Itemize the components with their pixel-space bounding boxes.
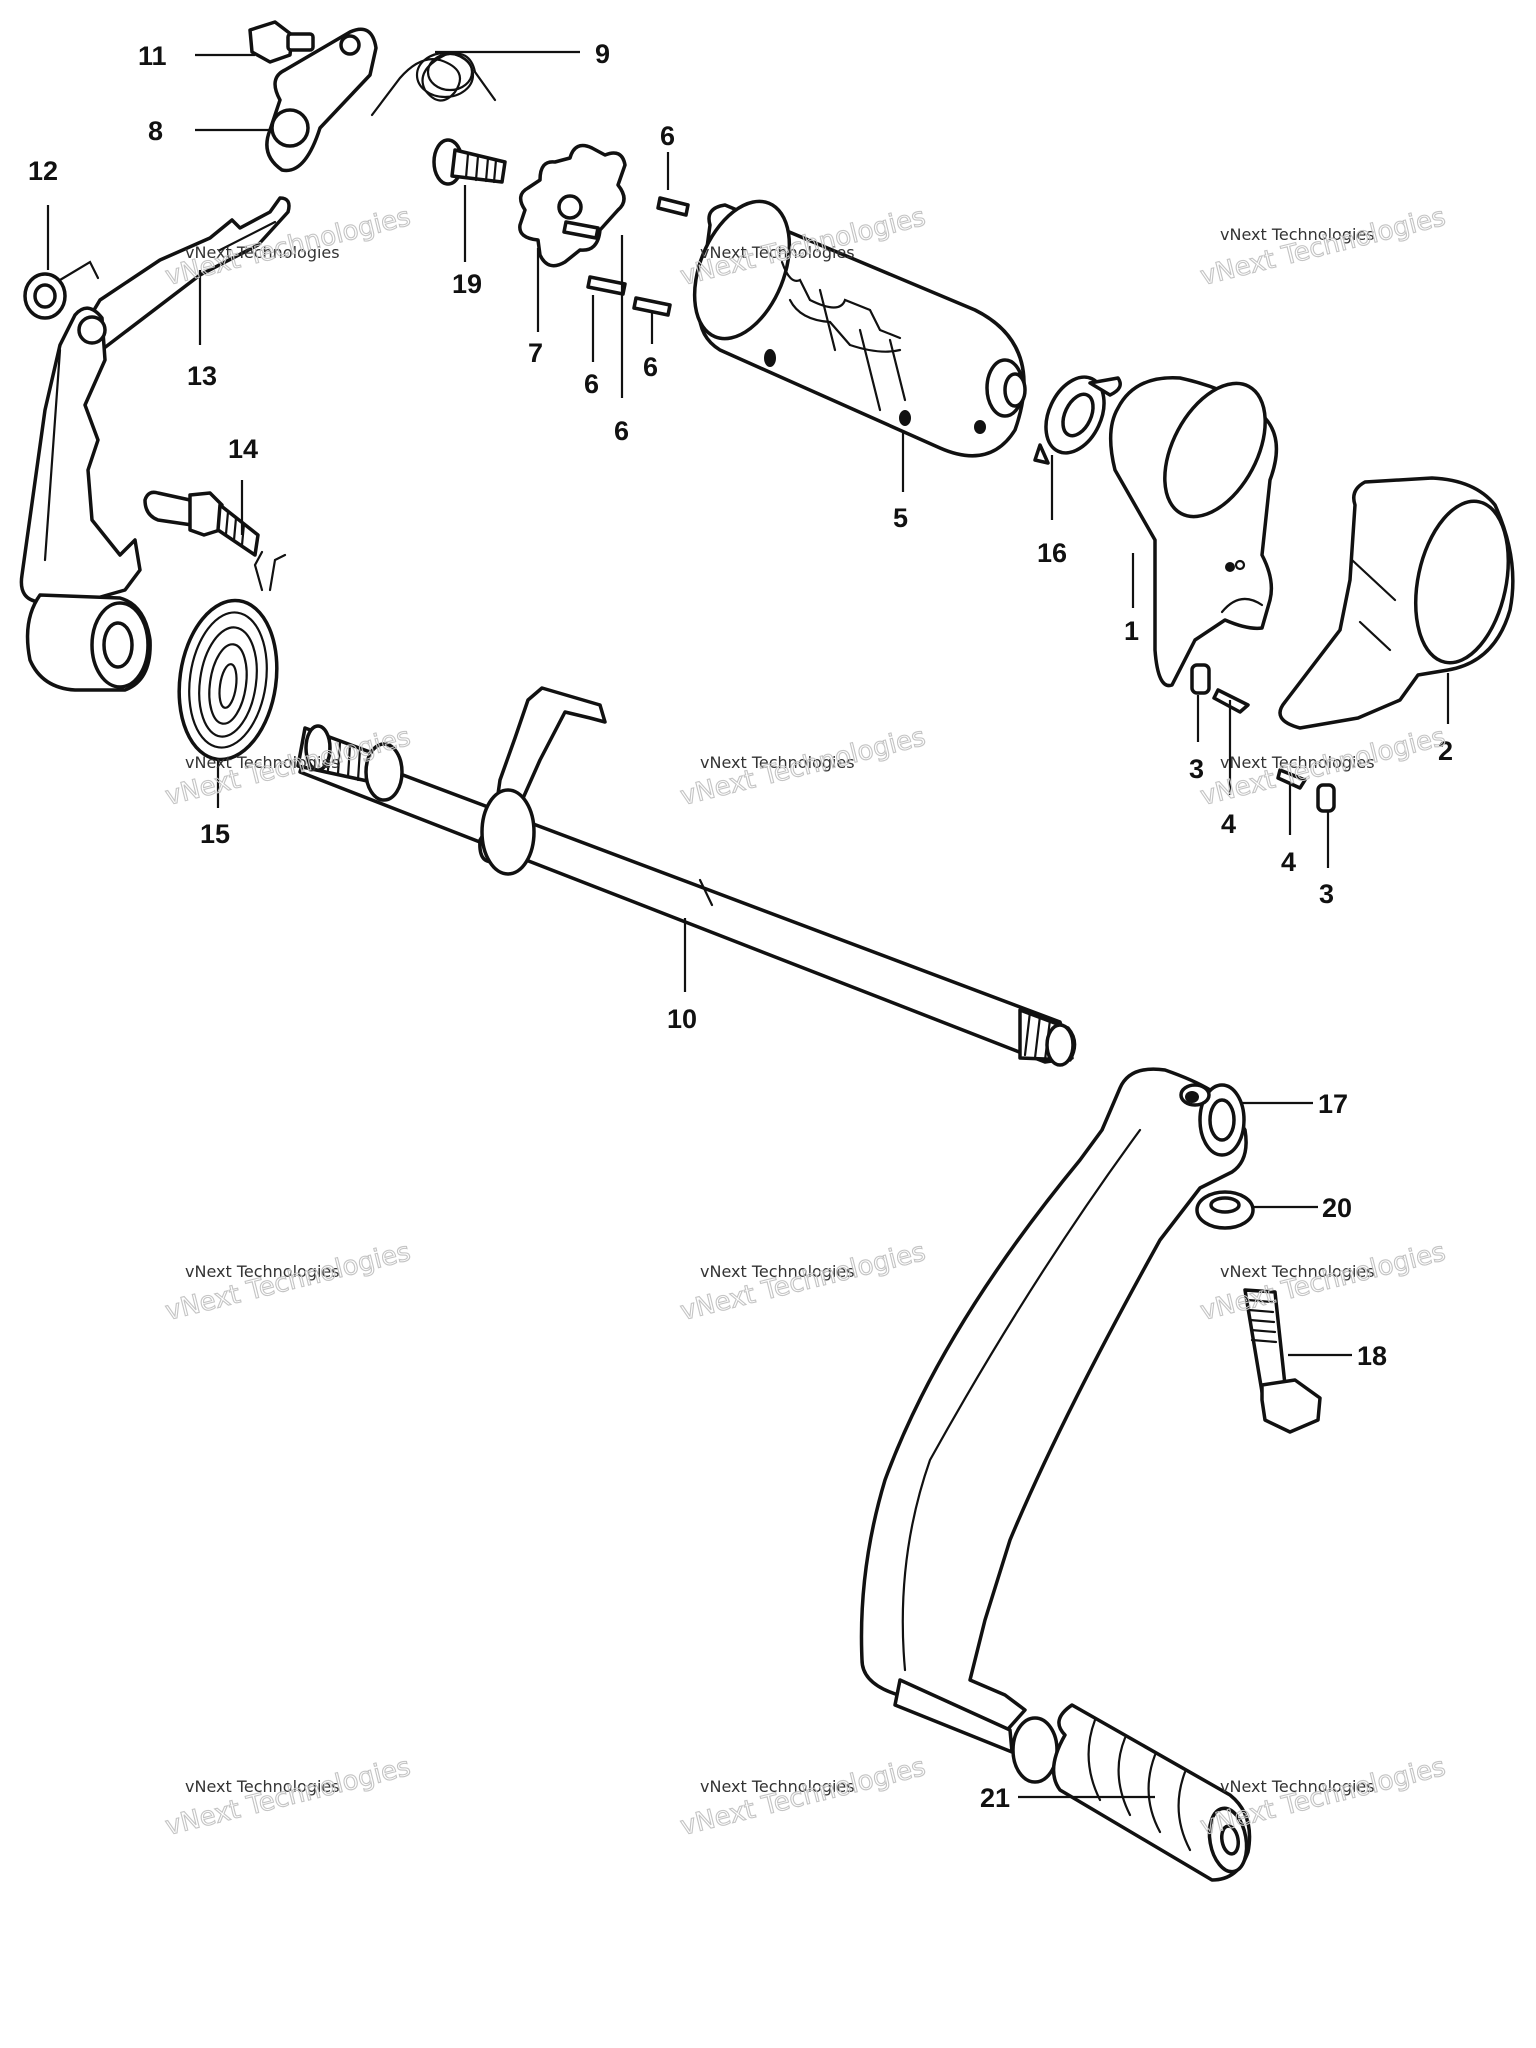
svg-text:vNext Technologies: vNext Technologies [162, 1237, 413, 1327]
part-9-spring [370, 51, 497, 117]
watermark-3: vNext Technologies vNext Technologies [1197, 202, 1449, 293]
callout-21: 21 [980, 1783, 1010, 1813]
watermark-1: vNext Technologies vNext Technologies [162, 202, 414, 293]
leader-lines [46, 50, 1450, 1799]
callout-8: 8 [148, 116, 163, 146]
svg-text:vNext Technologies: vNext Technologies [1197, 202, 1448, 292]
callout-5: 5 [893, 503, 908, 533]
callout-6-c: 6 [614, 416, 629, 446]
part-10-gearshift-spindle [296, 686, 1077, 1067]
callout-20: 20 [1322, 1193, 1352, 1223]
svg-text:vNext Technologies: vNext Technologies [700, 243, 855, 262]
part-18-bolt [1243, 1288, 1322, 1434]
svg-text:vNext Technologies: vNext Technologies [677, 1237, 928, 1327]
callout-13: 15 [200, 819, 230, 849]
part-16-spacer [1033, 375, 1122, 465]
part-21-rubber-grip [1051, 1703, 1252, 1882]
part-20-washer [1195, 1190, 1255, 1230]
svg-text:vNext Technologies: vNext Technologies [185, 243, 340, 262]
svg-text:vNext Technologies: vNext Technologies [185, 1777, 340, 1796]
callout-3-a: 3 [1189, 754, 1204, 784]
part-8-stopper-plate [265, 27, 378, 173]
watermark-9: vNext Technologies vNext Technologies [1197, 1237, 1449, 1328]
callout-12: 12 [28, 156, 58, 186]
part-spindle-collar [25, 593, 152, 692]
watermark-7: vNext Technologies vNext Technologies [162, 1237, 414, 1328]
callout-16: 16 [1037, 538, 1067, 568]
callout-6-d: 6 [643, 352, 658, 382]
svg-text:vNext Technologies: vNext Technologies [1220, 225, 1375, 244]
callout-3-b: 3 [1319, 879, 1334, 909]
part-1-shift-fork [1108, 376, 1279, 688]
part-shift-spindle-arm [19, 306, 142, 604]
watermark-5: vNext Technologies vNext Technologies [677, 722, 929, 813]
callout-17: 11 [138, 41, 167, 71]
watermark-12: vNext Technologies vNext Technologies [1197, 1752, 1449, 1843]
callout-7: 7 [528, 338, 543, 368]
svg-text:vNext Technologies: vNext Technologies [1220, 1262, 1375, 1281]
callout-labels: 11 8 9 12 13 19 7 6 6 6 6 5 16 1 2 3 4 4… [28, 39, 1453, 1813]
part-19-screw [432, 138, 507, 186]
part-5-shift-drum [692, 199, 1027, 458]
callout-4-a: 4 [1221, 809, 1236, 839]
svg-text:vNext Technologies: vNext Technologies [700, 753, 855, 772]
svg-text:vNext Technologies: vNext Technologies [677, 1752, 928, 1842]
svg-text:vNext Technologies: vNext Technologies [1220, 753, 1375, 772]
callout-6-a: 6 [660, 121, 675, 151]
svg-text:vNext Technologies: vNext Technologies [185, 753, 340, 772]
callout-11: 13 [187, 361, 217, 391]
callout-2: 2 [1438, 736, 1453, 766]
callout-14: 14 [228, 434, 258, 464]
part-13-coil-spring [177, 550, 287, 762]
svg-text:vNext Technologies: vNext Technologies [1220, 1777, 1375, 1796]
callout-1: 1 [1124, 616, 1139, 646]
svg-text:vNext Technologies: vNext Technologies [700, 1262, 855, 1281]
part-15-pedal [859, 1067, 1248, 1784]
callout-15: 17 [1318, 1089, 1348, 1119]
part-12-clip [23, 260, 100, 320]
part-17-bolt [248, 20, 315, 64]
callout-9: 9 [595, 39, 610, 69]
callout-18: 18 [1357, 1341, 1387, 1371]
part-2-shift-fork [1278, 476, 1515, 730]
callout-6-b: 6 [584, 369, 599, 399]
svg-text:vNext Technologies: vNext Technologies [700, 1777, 855, 1796]
callout-19: 19 [452, 269, 482, 299]
svg-text:vNext Technologies: vNext Technologies [185, 1262, 340, 1281]
callout-4-b: 4 [1281, 847, 1296, 877]
part-7-star-plate [518, 143, 627, 268]
watermark-8: vNext Technologies vNext Technologies [677, 1237, 929, 1328]
watermark-10: vNext Technologies vNext Technologies [162, 1752, 414, 1843]
watermark-11: vNext Technologies vNext Technologies [677, 1752, 929, 1843]
part-14-stud-bolt [143, 490, 260, 557]
part-6-pins [562, 196, 690, 317]
callout-10: 10 [667, 1004, 697, 1034]
svg-text:vNext Technologies: vNext Technologies [162, 1752, 413, 1842]
svg-text:vNext Technologies: vNext Technologies [1197, 1752, 1448, 1842]
svg-text:vNext Technologies: vNext Technologies [1197, 1237, 1448, 1327]
